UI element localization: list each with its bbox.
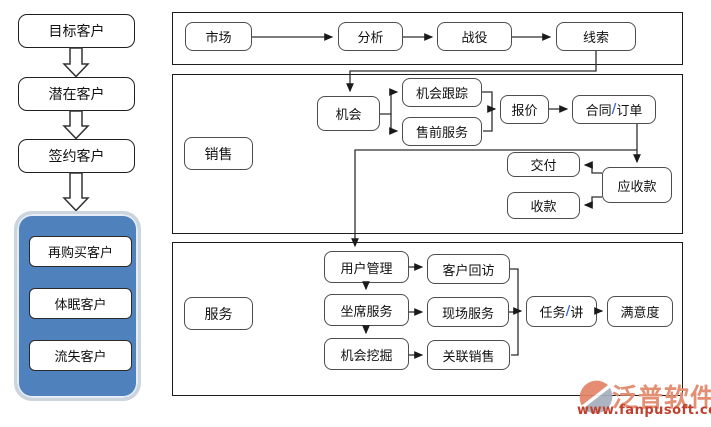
node-label: 战役	[461, 31, 488, 46]
node-label: 应收款	[617, 179, 657, 195]
node-contract-order: 合同/订单	[572, 95, 656, 124]
node-label: 客户回访	[442, 263, 495, 279]
stage-label: 签约客户	[48, 149, 105, 165]
node-label: 满意度	[620, 306, 660, 321]
node-user-management: 用户管理	[324, 251, 409, 283]
node-leads: 线索	[556, 22, 636, 51]
node-opportunity-mining: 机会挖掘	[324, 338, 409, 370]
block-arrow-down-icon	[62, 172, 90, 212]
node-seat-service: 坐席服务	[324, 294, 409, 326]
node-label: 订单	[616, 104, 643, 119]
node-campaign: 战役	[437, 22, 512, 51]
node-satisfaction: 满意度	[607, 296, 673, 327]
stage-rebuy-customer: 再购买客户	[29, 236, 132, 267]
stage-label: 目标客户	[48, 24, 105, 40]
row-label-text: 服务	[204, 306, 233, 323]
stage-potential-customer: 潜在客户	[18, 77, 135, 111]
node-opportunity: 机会	[317, 96, 380, 131]
node-label: 机会跟踪	[415, 87, 468, 102]
stage-label: 潜在客户	[48, 87, 105, 103]
block-arrow-down-icon	[62, 47, 90, 78]
stage-dormant-customer: 体眠客户	[29, 288, 132, 319]
node-label: 合同	[585, 104, 612, 119]
node-label: 现场服务	[441, 306, 494, 322]
node-label: 收款	[530, 200, 557, 215]
slash-separator: /	[611, 102, 617, 117]
node-opportunity-tracking: 机会跟踪	[402, 78, 482, 107]
node-field-service: 现场服务	[427, 297, 509, 327]
stage-lost-customer: 流失客户	[29, 340, 132, 371]
fanpu-url-text: www.fanpusoft.com	[577, 403, 711, 418]
stage-signed-customer: 签约客户	[18, 139, 135, 173]
slash-separator: /	[565, 304, 571, 319]
node-receivable: 应收款	[602, 167, 672, 203]
node-label: 售前服务	[415, 126, 468, 141]
stage-label: 再购买客户	[47, 246, 113, 261]
node-label: 关联销售	[442, 349, 495, 365]
node-related-sales: 关联销售	[427, 340, 510, 370]
fanpu-logo-icon	[579, 380, 613, 414]
label-service: 服务	[184, 297, 253, 330]
node-label: 用户管理	[340, 261, 393, 277]
fanpu-brand-text: 泛普软件	[612, 383, 711, 412]
node-payment: 收款	[507, 192, 580, 219]
node-delivery: 交付	[507, 152, 580, 177]
stage-label: 流失客户	[54, 350, 107, 365]
node-label: 报价	[511, 104, 538, 119]
node-task: 任务/讲	[526, 296, 597, 327]
stage-label: 体眠客户	[54, 298, 107, 313]
node-label: 坐席服务	[340, 304, 393, 320]
row-label-text: 销售	[204, 146, 233, 163]
label-sales: 销售	[184, 137, 253, 170]
block-arrow-down-icon	[62, 110, 90, 140]
node-analysis: 分析	[338, 22, 403, 51]
node-customer-visit: 客户回访	[427, 254, 510, 284]
node-label: 机会	[335, 108, 362, 123]
node-label: 线索	[582, 31, 609, 46]
node-quote: 报价	[500, 95, 549, 124]
node-label: 机会挖掘	[340, 348, 393, 364]
node-label: 市场	[205, 31, 232, 46]
customer-loop-group: 再购买客户 体眠客户 流失客户	[14, 211, 141, 401]
node-market: 市场	[185, 22, 252, 51]
node-label: 交付	[530, 159, 557, 174]
node-label: 讲	[570, 306, 584, 321]
node-presales-service: 售前服务	[402, 117, 482, 146]
node-label: 分析	[357, 31, 384, 46]
node-label: 任务	[539, 306, 566, 321]
stage-target-customer: 目标客户	[18, 14, 135, 48]
